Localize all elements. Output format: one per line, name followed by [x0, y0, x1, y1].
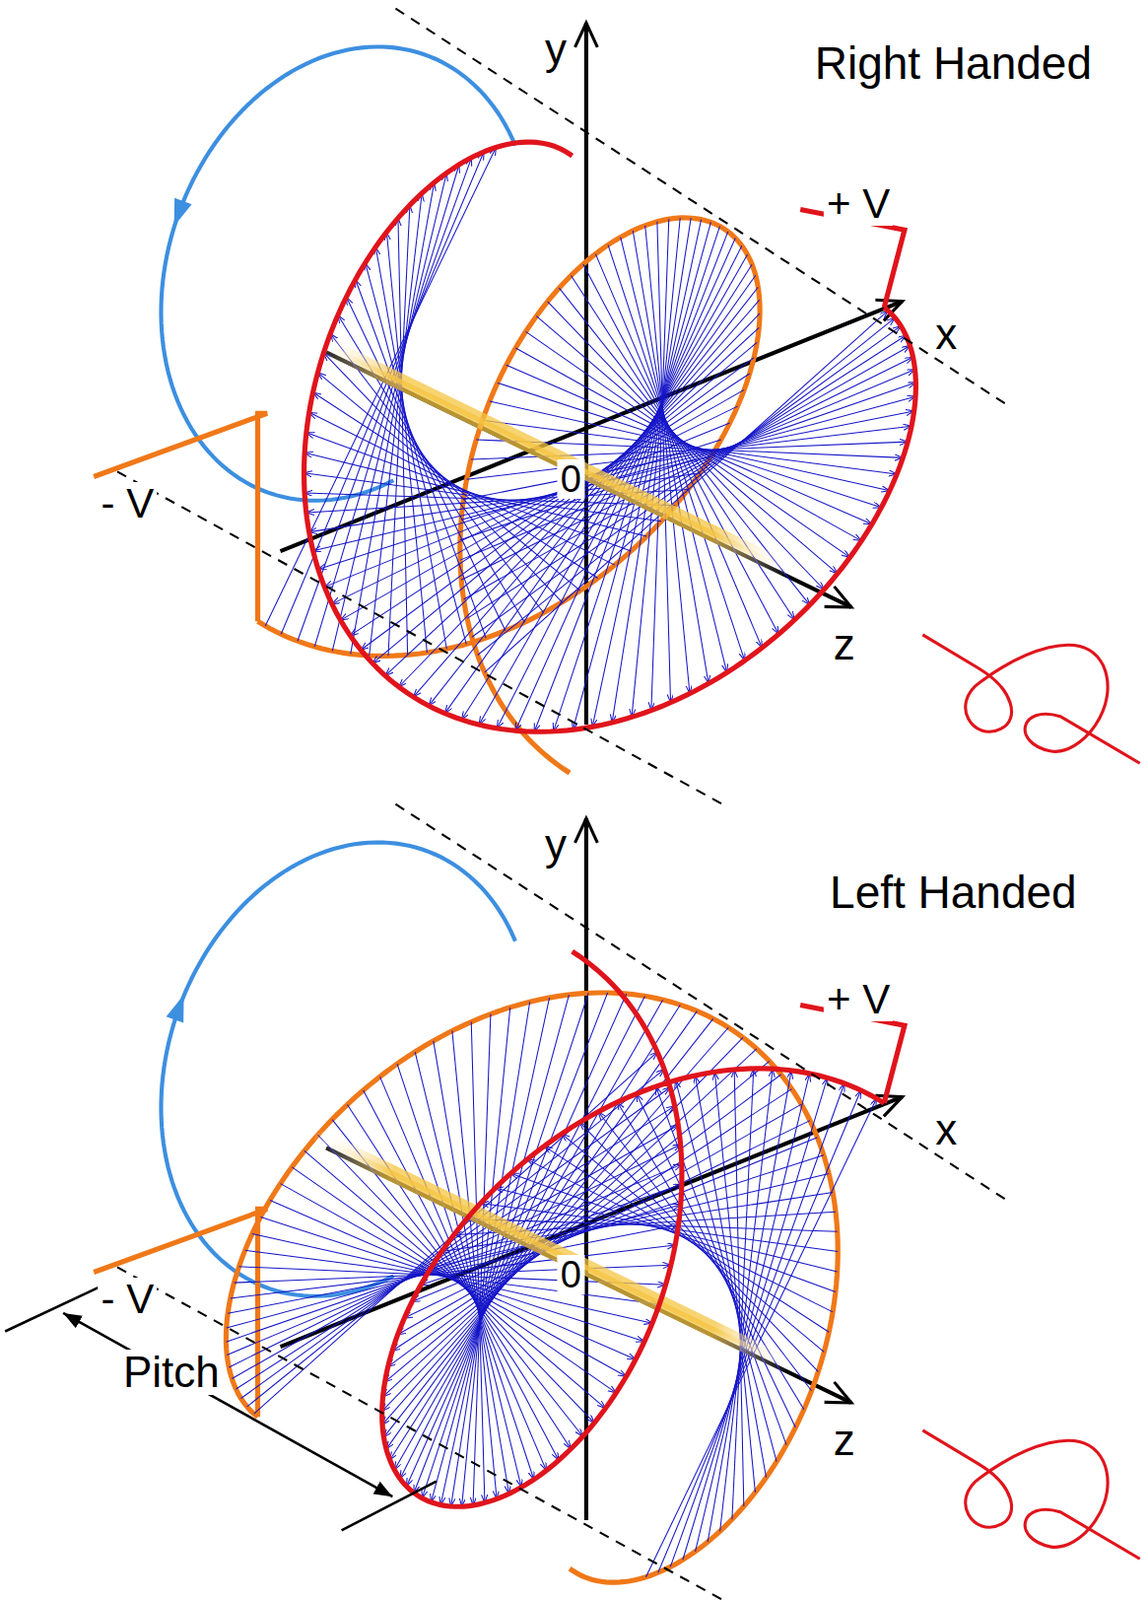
particle-beam-core [323, 1139, 783, 1362]
voltage-label: + V [823, 182, 893, 226]
rotation-arrowhead [174, 198, 193, 226]
positive-electrode [304, 141, 917, 732]
field-vector [675, 1080, 778, 1462]
helix-panel [4, 804, 1141, 1600]
field-vector [707, 1070, 792, 1542]
field-vector [477, 317, 895, 655]
axis-label: y [541, 821, 570, 868]
field-vector [350, 182, 435, 654]
field-vector [228, 1144, 680, 1367]
field-vector [392, 1088, 792, 1351]
field-vector [472, 326, 901, 638]
handedness-icon [922, 1429, 1140, 1558]
field-vector [695, 1073, 811, 1552]
field-vector [657, 221, 672, 703]
field-vector [382, 1036, 743, 1411]
field-vector [598, 1111, 811, 1391]
field-vector [694, 1075, 766, 1478]
envelope-line [395, 804, 1010, 1203]
negative-lead [93, 412, 268, 621]
panel-title: Left Handed [826, 868, 1081, 916]
field-vector [471, 1021, 485, 1503]
field-vector [732, 1068, 754, 1519]
field-vector [375, 247, 447, 650]
particle-beam [323, 1139, 783, 1362]
field-vector [390, 1004, 681, 1460]
field-vector [472, 1013, 491, 1505]
origin-label: 0 [557, 1254, 585, 1294]
field-vector [345, 296, 505, 631]
envelope-line [117, 1266, 727, 1600]
envelope-line [117, 471, 727, 806]
negative-electrode [258, 217, 761, 773]
dimension-label: Pitch [120, 1349, 223, 1395]
field-vector [484, 310, 888, 673]
field-vector [380, 1076, 547, 1470]
voltage-label: + V [823, 977, 893, 1021]
handedness-icon [922, 634, 1140, 763]
pitch-extension [341, 1481, 437, 1531]
coordinate-axis [280, 301, 903, 551]
field-vector [460, 369, 916, 560]
field-vector [306, 432, 631, 551]
field-vector [658, 1089, 862, 1572]
field-vector [720, 1068, 773, 1531]
field-vector [464, 345, 911, 600]
field-vector [461, 264, 752, 720]
rotation-arrowhead [166, 994, 185, 1022]
field-vector [226, 1163, 682, 1354]
negative-electrode [225, 992, 838, 1582]
panel-title: Right Handed [811, 39, 1095, 87]
field-vector [355, 279, 486, 639]
axis-label: x [932, 311, 960, 357]
field-vector [579, 1121, 818, 1371]
axis-label: z [830, 621, 859, 668]
field-vector [534, 231, 729, 732]
particle-beam [323, 343, 783, 567]
positive-electrode [382, 950, 885, 1506]
field-vector [462, 1007, 511, 1506]
field-vector [363, 1089, 559, 1460]
pitch-extension [4, 1283, 107, 1332]
field-vector [388, 204, 410, 656]
axis-label: x [932, 1106, 960, 1152]
field-vector [369, 193, 422, 656]
field-vector [413, 992, 608, 1492]
field-vector [583, 264, 779, 634]
field-vector [651, 218, 670, 710]
origin-label: 0 [557, 459, 585, 499]
field-vector [543, 1146, 829, 1333]
field-vector [452, 1030, 497, 1499]
field-vector [714, 1071, 755, 1492]
helix-panel [93, 8, 1141, 807]
field-vector [461, 356, 913, 580]
field-vector [332, 172, 447, 651]
field-vector [636, 1092, 796, 1427]
axis-label: z [830, 1417, 859, 1463]
pitch-dimension [63, 1312, 393, 1496]
axis-label: y [541, 26, 570, 72]
field-vector [461, 396, 916, 520]
voltage-label: - V [97, 481, 157, 526]
field-vector [360, 357, 754, 650]
voltage-label: - V [97, 1277, 157, 1321]
field-vector [309, 411, 615, 565]
field-vector [463, 410, 914, 500]
field-vector [467, 335, 906, 618]
particle-beam-core [323, 343, 783, 567]
